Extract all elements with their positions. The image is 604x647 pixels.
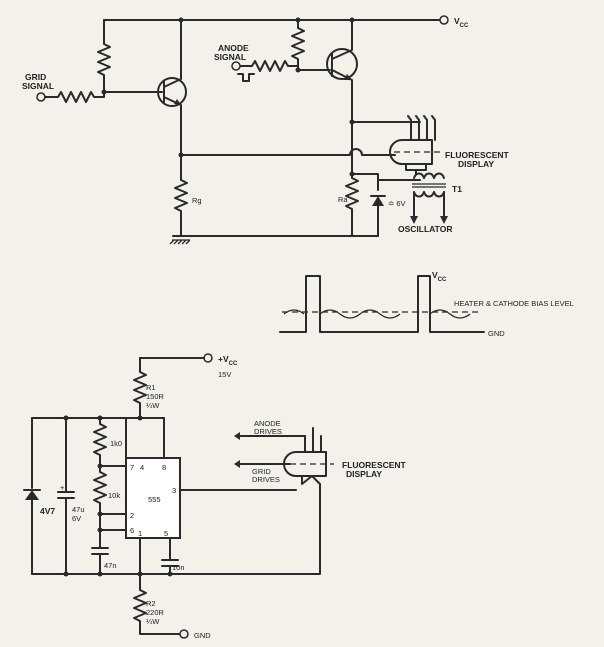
zener-top-label: ≏ 6V — [388, 199, 406, 208]
ic-pin7: 7 — [130, 463, 134, 472]
capacitor-10n-label: 10n — [172, 563, 185, 572]
resistor-10k-label: 10k — [108, 491, 120, 500]
capacitor-47n — [91, 547, 109, 575]
anode-pullup-resistor — [291, 19, 305, 71]
timer-vcc-value: 15V — [218, 370, 231, 379]
anode-signal-label-2: SIGNAL — [214, 52, 246, 62]
zener-4v7 — [23, 489, 41, 575]
bias-ripple — [283, 309, 471, 319]
anode-transistor — [326, 19, 358, 123]
ground-symbol-top — [169, 239, 191, 245]
timer-vcc-label: +VCC — [218, 354, 238, 367]
capacitor-47u-plus: + — [60, 483, 65, 492]
waveform-vcc-label: VCC — [432, 270, 447, 283]
ic-pin5: 5 — [164, 529, 168, 538]
capacitor-47u-label: 47u — [72, 505, 85, 514]
fluorescent-label-top: FLUORESCENT — [445, 150, 510, 160]
vcc-terminal-top — [439, 15, 449, 25]
anode-drives-label-2: DRIVES — [254, 427, 282, 436]
fluorescent-label-top-2: DISPLAY — [458, 159, 494, 169]
timer-gnd-label: GND — [194, 631, 211, 640]
vcc-label-top: VCC — [454, 16, 469, 29]
r1-power: ¼W — [146, 401, 160, 410]
anode-signal-label: ANODE — [218, 43, 249, 53]
bias-level-label: HEATER & CATHODE BIAS LEVEL — [454, 299, 574, 308]
ic-pin2: 2 — [130, 511, 134, 520]
anode-input-resistor — [238, 60, 299, 72]
transformer-t1 — [410, 172, 448, 224]
grid-drives-label-2: DRIVES — [252, 475, 280, 484]
r1-value: 150R — [146, 392, 165, 401]
fluorescent-label-bottom-2: DISPLAY — [346, 469, 382, 479]
grid-transistor — [157, 19, 187, 119]
anode-pulse-symbol — [237, 73, 255, 82]
r2-value: 220R — [146, 608, 165, 617]
waveform-diagram: VCC HEATER & CATHODE BIAS LEVEL GND — [279, 270, 574, 338]
zener-4v7-label: 4V7 — [40, 506, 55, 516]
ra-label: Ra — [338, 195, 348, 204]
zener-diode-top — [370, 195, 386, 237]
r1-resistor — [133, 357, 147, 419]
anode-signal-terminal — [231, 61, 241, 71]
anode-drives-label: ANODE — [254, 419, 281, 428]
grid-drives-label: GRID — [252, 467, 271, 476]
capacitor-47u-voltage: 6V — [72, 514, 81, 523]
fluorescent-display-bottom — [283, 435, 334, 485]
ic-pin3: 3 — [172, 486, 176, 495]
resistor-1k0 — [93, 417, 107, 467]
pulse-waveform — [279, 275, 485, 333]
resistor-10k — [93, 465, 107, 515]
fluorescent-label-bottom: FLUORESCENT — [342, 460, 407, 470]
anode-drives-wires — [239, 427, 314, 437]
timer-gnd-terminal — [179, 629, 189, 639]
r1-label: R1 — [146, 383, 156, 392]
t1-label: T1 — [452, 184, 462, 194]
r2-label: R2 — [146, 599, 156, 608]
capacitor-47n-label: 47n — [104, 561, 117, 570]
timer-circuit: +VCC 15V R1 150R ¼W 4V7 + 47u 6V 1k0 10k — [23, 353, 407, 640]
rg-label: Rg — [192, 196, 202, 205]
ic-555 — [125, 457, 181, 539]
pin2-pin6-wires — [99, 513, 127, 549]
ic-pin6: 6 — [130, 526, 134, 535]
pin1-pin5-wires — [139, 537, 179, 575]
zener-top-wire — [351, 173, 379, 191]
ra-resistor — [345, 173, 359, 237]
grid-input-resistor — [44, 91, 105, 103]
oscillator-label: OSCILLATOR — [398, 224, 452, 234]
ic-555-label: 555 — [148, 495, 161, 504]
timer-vcc-terminal — [203, 353, 213, 363]
ic-pin8: 8 — [162, 463, 166, 472]
grid-signal-terminal — [36, 92, 46, 102]
r2-power: ¼W — [146, 617, 160, 626]
rg-resistor — [174, 154, 188, 237]
top-circuit: VCC GRID SIGNAL Rg — [22, 15, 510, 245]
grid-signal-label: GRID — [25, 72, 46, 82]
timer-pin4-pin8-wires — [125, 417, 165, 459]
fluorescent-display-top — [389, 115, 440, 175]
grid-signal-label-2: SIGNAL — [22, 81, 54, 91]
grid-drive-wire — [180, 148, 396, 156]
waveform-gnd-label: GND — [488, 329, 505, 338]
r2-resistor — [133, 573, 181, 635]
ic-pin4: 4 — [140, 463, 144, 472]
capacitor-47u — [57, 417, 75, 575]
resistor-1k0-label: 1k0 — [110, 439, 122, 448]
grid-pullup-resistor — [97, 19, 111, 93]
timer-ground-rail — [31, 483, 321, 575]
ic-pin1: 1 — [138, 529, 142, 538]
